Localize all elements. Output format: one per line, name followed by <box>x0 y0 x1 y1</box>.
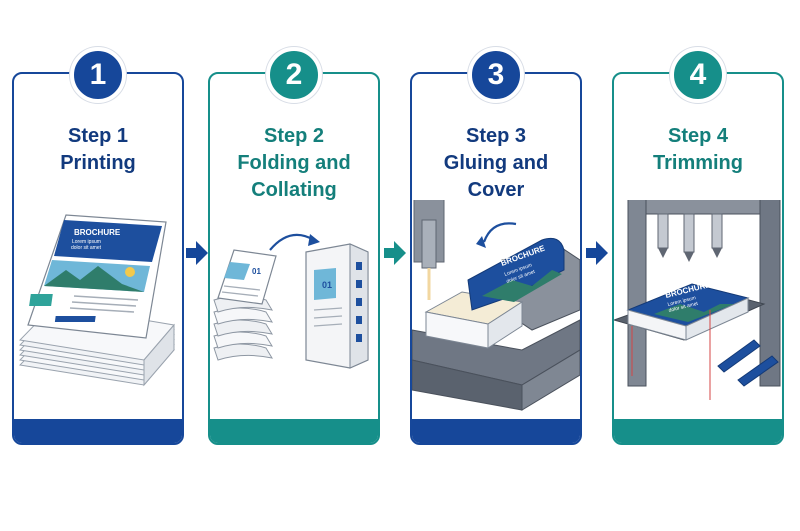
folded-sheets-stack-icon <box>213 295 274 361</box>
brochure-lorem-line-2: dolor sit amet <box>71 245 102 251</box>
paper-offcut-icon <box>717 339 779 387</box>
brochure-header-band <box>54 220 162 262</box>
brochure-color-block <box>29 294 53 306</box>
sheet-image-icon <box>224 262 250 280</box>
trimming-frame-icon <box>627 200 781 387</box>
curved-arrow-icon <box>269 233 315 251</box>
step-2-name-line-1: Folding and <box>237 152 351 174</box>
booklet-section-number: 01 <box>322 280 332 290</box>
trim-guide-lines <box>631 310 711 400</box>
step-1-footer-bar <box>14 419 182 443</box>
step-1-name: Printing <box>60 152 136 174</box>
step-4-name: Trimming <box>652 152 743 174</box>
blade-icon <box>657 213 723 262</box>
step-3-title: Step 3 Gluing and Cover <box>410 123 582 204</box>
arrow-right-icon <box>186 241 208 265</box>
step-2-footer-bar <box>210 419 378 443</box>
step-2-label: Step 2 <box>263 125 325 147</box>
brochure-cover-icon <box>467 237 565 311</box>
step-1-number-badge: 1 <box>70 47 126 103</box>
collated-booklet-icon: 01 <box>305 243 369 369</box>
step-1-title: Step 1 Printing <box>12 123 184 177</box>
step-2-title: Step 2 Folding and Collating <box>208 123 380 204</box>
step-2-number-badge: 2 <box>266 47 322 103</box>
step-1-label: Step 1 <box>67 125 129 147</box>
step-4-title: Step 4 Trimming <box>612 123 784 177</box>
curved-arrow-icon <box>482 222 517 243</box>
trimming-machine-illustration: BROCHURE Lorem ipsum dolor sit amet <box>614 200 781 400</box>
arrow-right-icon <box>586 241 608 265</box>
step-3-footer-bar <box>412 419 580 443</box>
step-4-footer-bar <box>614 419 782 443</box>
step-4-number-badge: 4 <box>670 47 726 103</box>
brochure-heading: BROCHURE <box>74 228 121 237</box>
brochure-text-lines <box>69 295 139 313</box>
step-3-name-line-2: Cover <box>467 179 525 201</box>
folding-collating-illustration: 01 01 <box>213 233 369 369</box>
step-3-name-line-1: Gluing and <box>443 152 549 174</box>
gluing-cover-machine-illustration: BROCHURE Lorem ipsum dolor sit amet <box>412 200 580 411</box>
glue-dispenser-icon <box>413 200 445 300</box>
arrow-right-icon <box>384 241 406 265</box>
printed-brochure-stack-illustration: BROCHURE Lorem ipsum dolor sit amet <box>18 214 175 387</box>
step-3-number-badge: 3 <box>468 47 524 103</box>
landscape-image-icon <box>44 260 150 292</box>
step-4-label: Step 4 <box>667 125 729 147</box>
brochure-footer-bar <box>54 316 96 322</box>
brochure-lorem-line-1: Lorem ipsum <box>72 239 101 245</box>
sheet-section-number: 01 <box>252 267 261 276</box>
step-2-name-line-2: Collating <box>251 179 337 201</box>
trimmed-book-icon <box>626 283 750 341</box>
step-3-label: Step 3 <box>465 125 527 147</box>
